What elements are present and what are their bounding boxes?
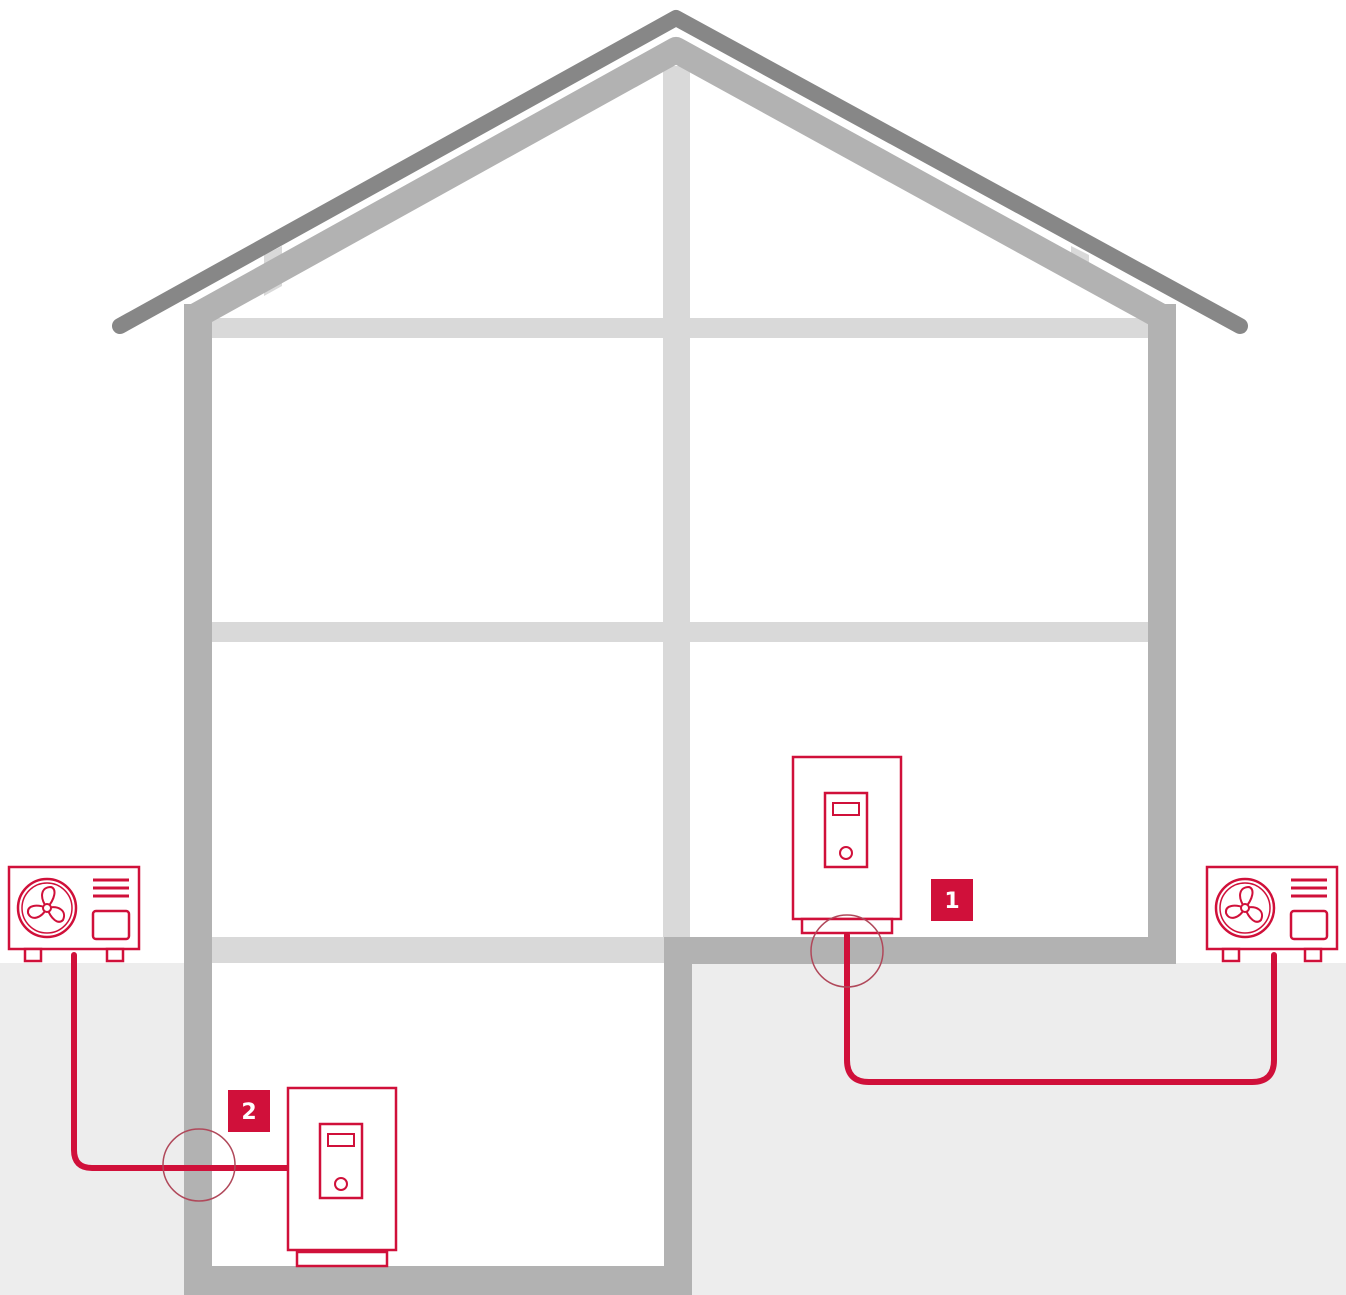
- indoor-unit-1-base: [800, 917, 894, 935]
- floor-structure: [212, 66, 1148, 963]
- outdoor-unit-left: [7, 865, 141, 963]
- roof: [112, 10, 1248, 334]
- outdoor-unit-right: [1205, 865, 1339, 963]
- floor-penetration-circle-1: [810, 914, 884, 988]
- refrigerant-pipes: [71, 932, 1277, 1171]
- wall-penetration-circle-2: [162, 1128, 236, 1202]
- roof-inner: [189, 37, 1167, 328]
- marker-2-label: 2: [241, 1100, 256, 1125]
- marker-1: 1: [931, 879, 973, 921]
- indoor-unit-2: [286, 1086, 398, 1252]
- marker-2: 2: [228, 1090, 270, 1132]
- indoor-unit-2-base: [295, 1250, 389, 1268]
- indoor-unit-1: [791, 755, 903, 921]
- marker-1-label: 1: [944, 889, 959, 914]
